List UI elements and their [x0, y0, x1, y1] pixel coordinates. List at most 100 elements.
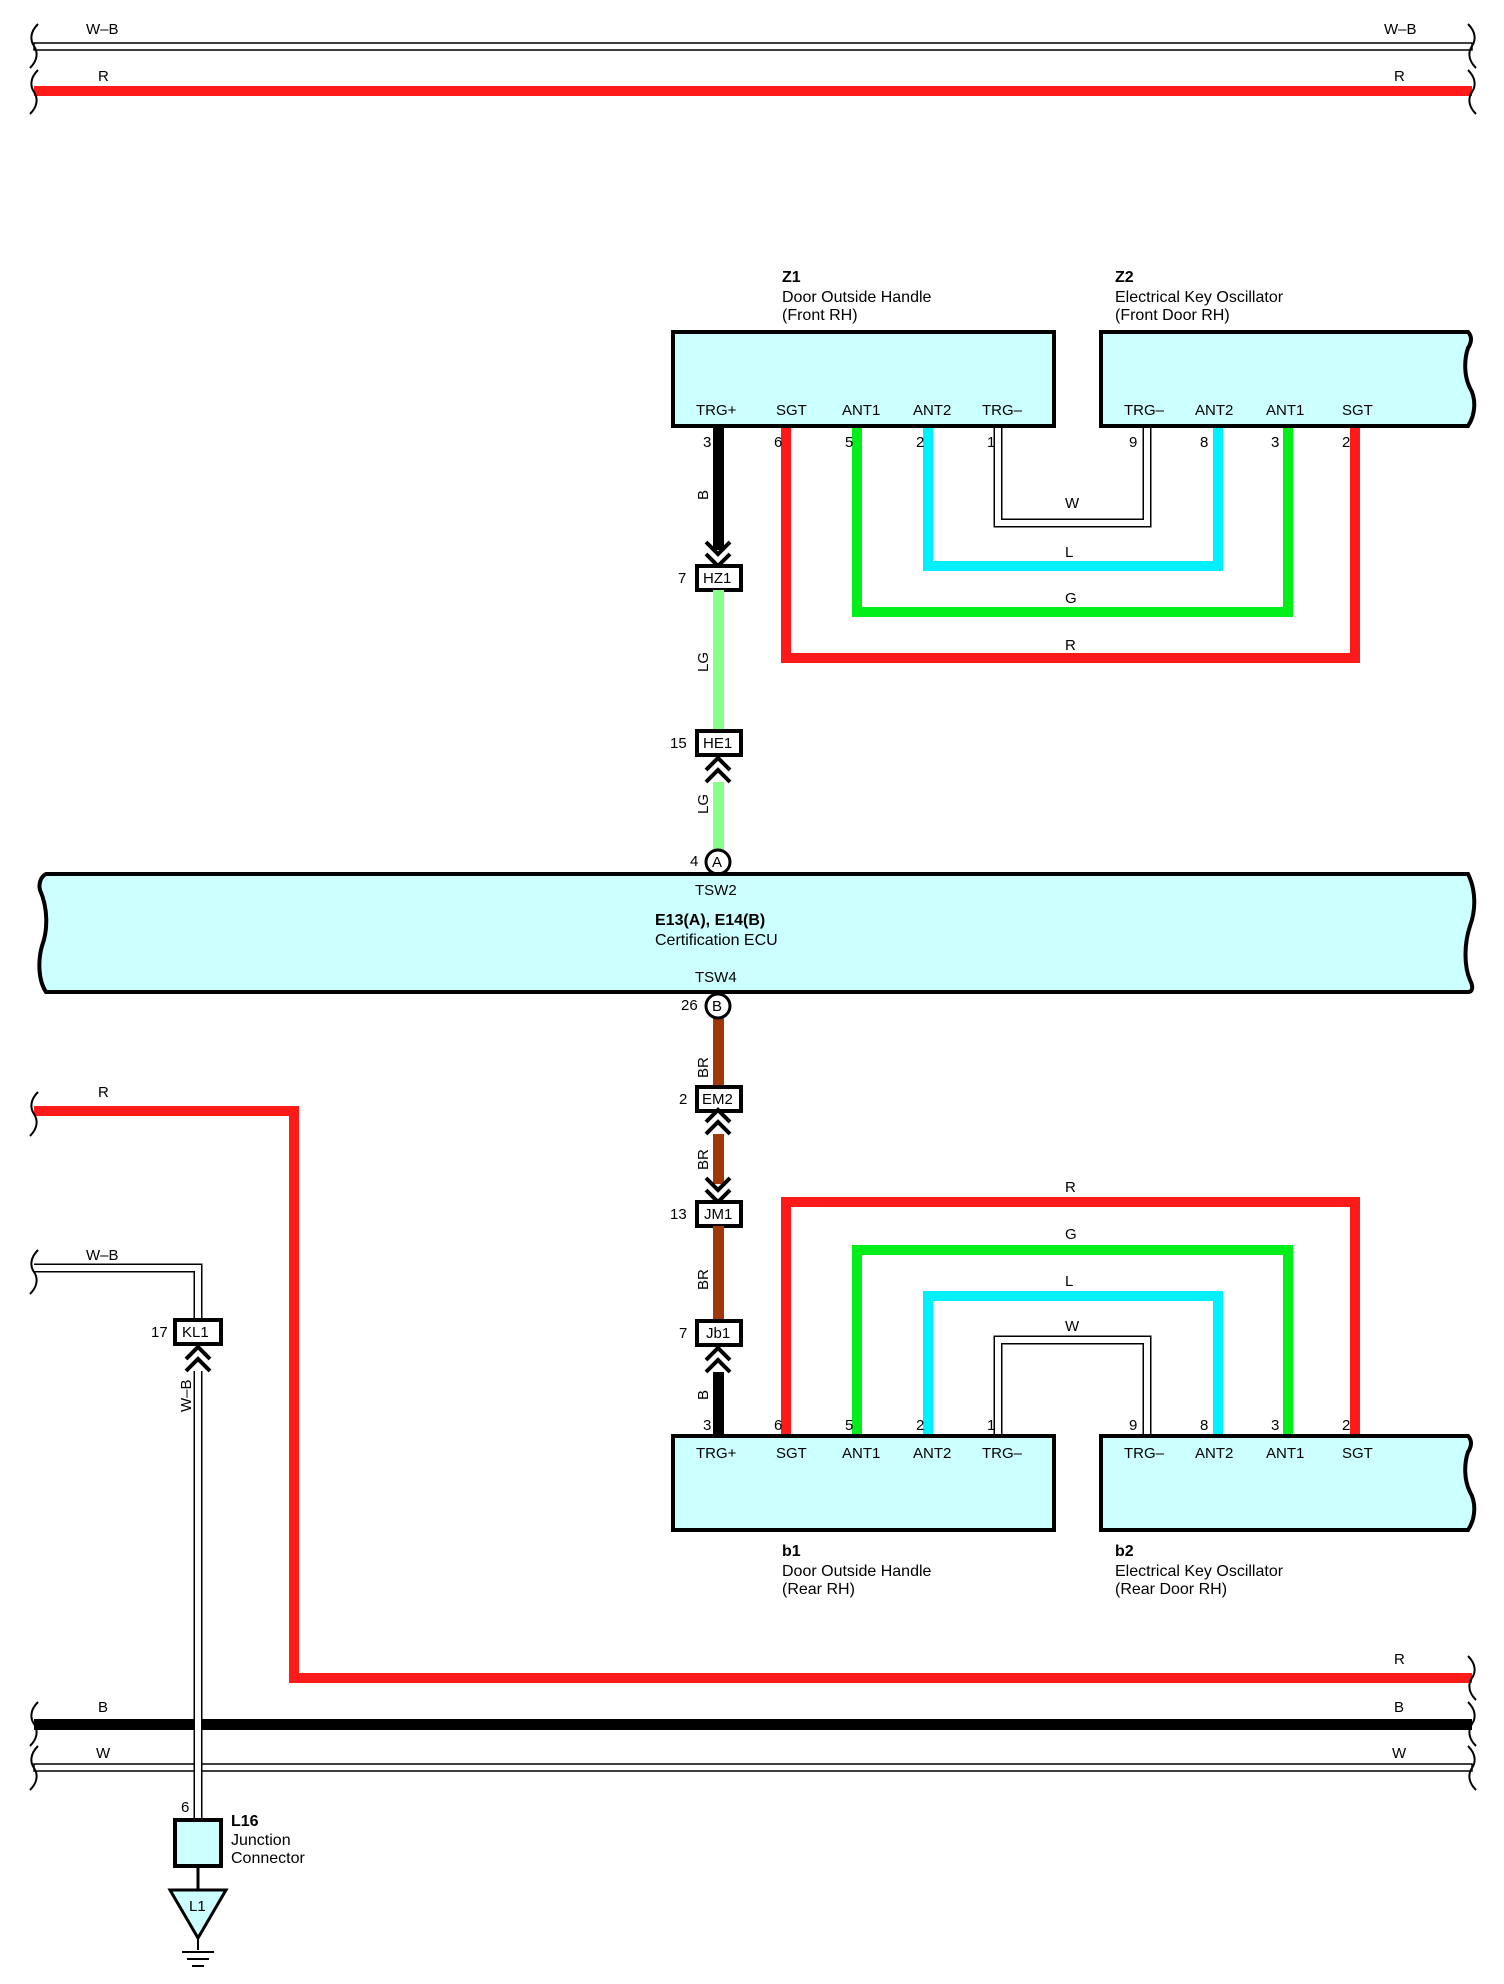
hz1-pin: 7 — [678, 570, 686, 587]
bottom-b-wire: B B — [29, 1699, 1477, 1747]
ecu-name: Certification ECU — [655, 932, 778, 949]
ecu-pin-b-letter: B — [712, 998, 722, 1015]
ecu-pin-b: B 26 BR — [681, 992, 732, 1094]
component-b1: 3 6 5 2 1 TRG+ SGT ANT1 ANT2 TRG– b1 Doo… — [671, 1417, 1056, 1598]
b1-pin-label-5: TRG– — [982, 1445, 1023, 1462]
left-wb-wire: W–B — [29, 1247, 203, 1320]
jb1-name: Jb1 — [706, 1325, 730, 1342]
z1-code: Z1 — [782, 269, 801, 286]
rear-loop-r-label: R — [1065, 1179, 1076, 1196]
z1-pin-label-3: ANT1 — [842, 402, 880, 419]
connector-kl1: KL1 17 — [151, 1318, 223, 1373]
z2-pin-label-1: TRG– — [1124, 402, 1165, 419]
b2-code: b2 — [1115, 1543, 1134, 1560]
rear-wire-b: B — [695, 1372, 724, 1436]
rear-loop-l-label: L — [1065, 1273, 1073, 1290]
top-wb-wire: W–B W–B — [29, 21, 1477, 69]
bottom-b-right-label: B — [1394, 1699, 1404, 1716]
z1-pin-num-2: 6 — [774, 434, 782, 451]
l16-name: Junction — [231, 1832, 291, 1849]
front-loop-w-label: W — [1065, 495, 1080, 512]
rear-loop-w: W — [993, 1318, 1152, 1436]
bottom-b-left-label: B — [98, 1699, 108, 1716]
b1-pin-label-1: TRG+ — [696, 1445, 737, 1462]
b2-location: (Rear Door RH) — [1115, 1581, 1227, 1598]
jb1-pin: 7 — [679, 1325, 687, 1342]
rear-wire-br3: BR — [695, 1226, 724, 1322]
em2-pin: 2 — [679, 1091, 687, 1108]
rear-loop-g: G — [852, 1226, 1293, 1436]
b1-pin-num-2: 6 — [774, 1417, 782, 1434]
front-wire-lg1-label: LG — [695, 652, 712, 672]
b2-pin-num-4: 2 — [1342, 1417, 1350, 1434]
z1-pin-label-2: SGT — [776, 402, 807, 419]
z1-pin-label-4: ANT2 — [913, 402, 951, 419]
component-z2: Z2 Electrical Key Oscillator (Front Door… — [1099, 269, 1477, 451]
b2-pin-num-2: 8 — [1200, 1417, 1208, 1434]
front-loop-r-label: R — [1065, 637, 1076, 654]
ecu-pin-a-letter: A — [712, 854, 722, 871]
front-loop-l: L — [923, 426, 1223, 571]
z1-pin-label-1: TRG+ — [696, 402, 737, 419]
rear-loop-l: L — [923, 1273, 1223, 1436]
left-wb-vertical-wire: W–B — [178, 1371, 203, 1820]
bottom-w-wire: W W — [29, 1745, 1477, 1791]
z1-pin-num-4: 2 — [916, 434, 924, 451]
b2-pin-num-3: 3 — [1271, 1417, 1279, 1434]
l16-name2: Connector — [231, 1850, 305, 1867]
front-loop-w: W — [993, 426, 1152, 528]
z2-location: (Front Door RH) — [1115, 307, 1230, 324]
top-r-right-label: R — [1394, 68, 1405, 85]
connector-em2: EM2 2 — [679, 1085, 743, 1136]
b1-pin-label-4: ANT2 — [913, 1445, 951, 1462]
kl1-pin: 17 — [151, 1324, 168, 1341]
connector-hz1: HZ1 7 — [678, 564, 743, 592]
ecu-pin-a-num: 4 — [690, 853, 698, 870]
left-wb-label: W–B — [86, 1247, 119, 1264]
top-wb-right-label: W–B — [1384, 21, 1417, 38]
front-wire-lg2: LG — [695, 782, 724, 854]
z2-pin-label-4: SGT — [1342, 402, 1373, 419]
z1-pin-num-3: 5 — [845, 434, 853, 451]
b1-pin-num-1: 3 — [703, 1417, 711, 1434]
connector-jb1: Jb1 7 — [679, 1319, 743, 1374]
rear-loop-w-label: W — [1065, 1318, 1080, 1335]
z2-pin-num-1: 9 — [1129, 434, 1137, 451]
left-r-wire: R R — [29, 1084, 1477, 1701]
front-loop-g: G — [852, 426, 1293, 617]
z1-pin-num-5: 1 — [987, 434, 995, 451]
b2-pin-label-2: ANT2 — [1195, 1445, 1233, 1462]
ecu-code: E13(A), E14(B) — [655, 912, 765, 929]
top-wb-left-label: W–B — [86, 21, 119, 38]
component-b2: 9 8 3 2 TRG– ANT2 ANT1 SGT b2 Electrical… — [1099, 1417, 1477, 1598]
z2-code: Z2 — [1115, 269, 1134, 286]
he1-name: HE1 — [703, 735, 732, 752]
rear-wire-br2: BR — [695, 1134, 732, 1205]
z1-pin-num-1: 3 — [703, 434, 711, 451]
b1-pin-label-3: ANT1 — [842, 1445, 880, 1462]
ground-l1: L1 — [167, 1866, 229, 1967]
rear-loop-g-label: G — [1065, 1226, 1077, 1243]
b1-pin-num-3: 5 — [845, 1417, 853, 1434]
ground-l1-name: L1 — [189, 1898, 206, 1915]
b2-pin-num-1: 9 — [1129, 1417, 1137, 1434]
component-z1: Z1 Door Outside Handle (Front RH) TRG+ S… — [671, 269, 1056, 451]
ecu-pin-b-num: 26 — [681, 997, 698, 1014]
he1-pin: 15 — [670, 735, 687, 752]
ecu-tsw2: TSW2 — [695, 882, 737, 899]
b2-pin-label-3: ANT1 — [1266, 1445, 1304, 1462]
rear-wire-br3-label: BR — [695, 1269, 712, 1290]
z2-pin-num-3: 3 — [1271, 434, 1279, 451]
front-wire-lg2-label: LG — [695, 794, 712, 814]
z1-location: (Front RH) — [782, 307, 858, 324]
top-r-wire: R R — [29, 68, 1477, 115]
bottom-w-right-label: W — [1392, 1745, 1407, 1762]
front-loop-g-label: G — [1065, 590, 1077, 607]
b1-code: b1 — [782, 1543, 801, 1560]
z1-pin-label-5: TRG– — [982, 402, 1023, 419]
z2-pin-label-2: ANT2 — [1195, 402, 1233, 419]
left-r-label: R — [98, 1084, 109, 1101]
b1-name: Door Outside Handle — [782, 1563, 932, 1580]
connector-he1: HE1 15 — [670, 729, 743, 784]
